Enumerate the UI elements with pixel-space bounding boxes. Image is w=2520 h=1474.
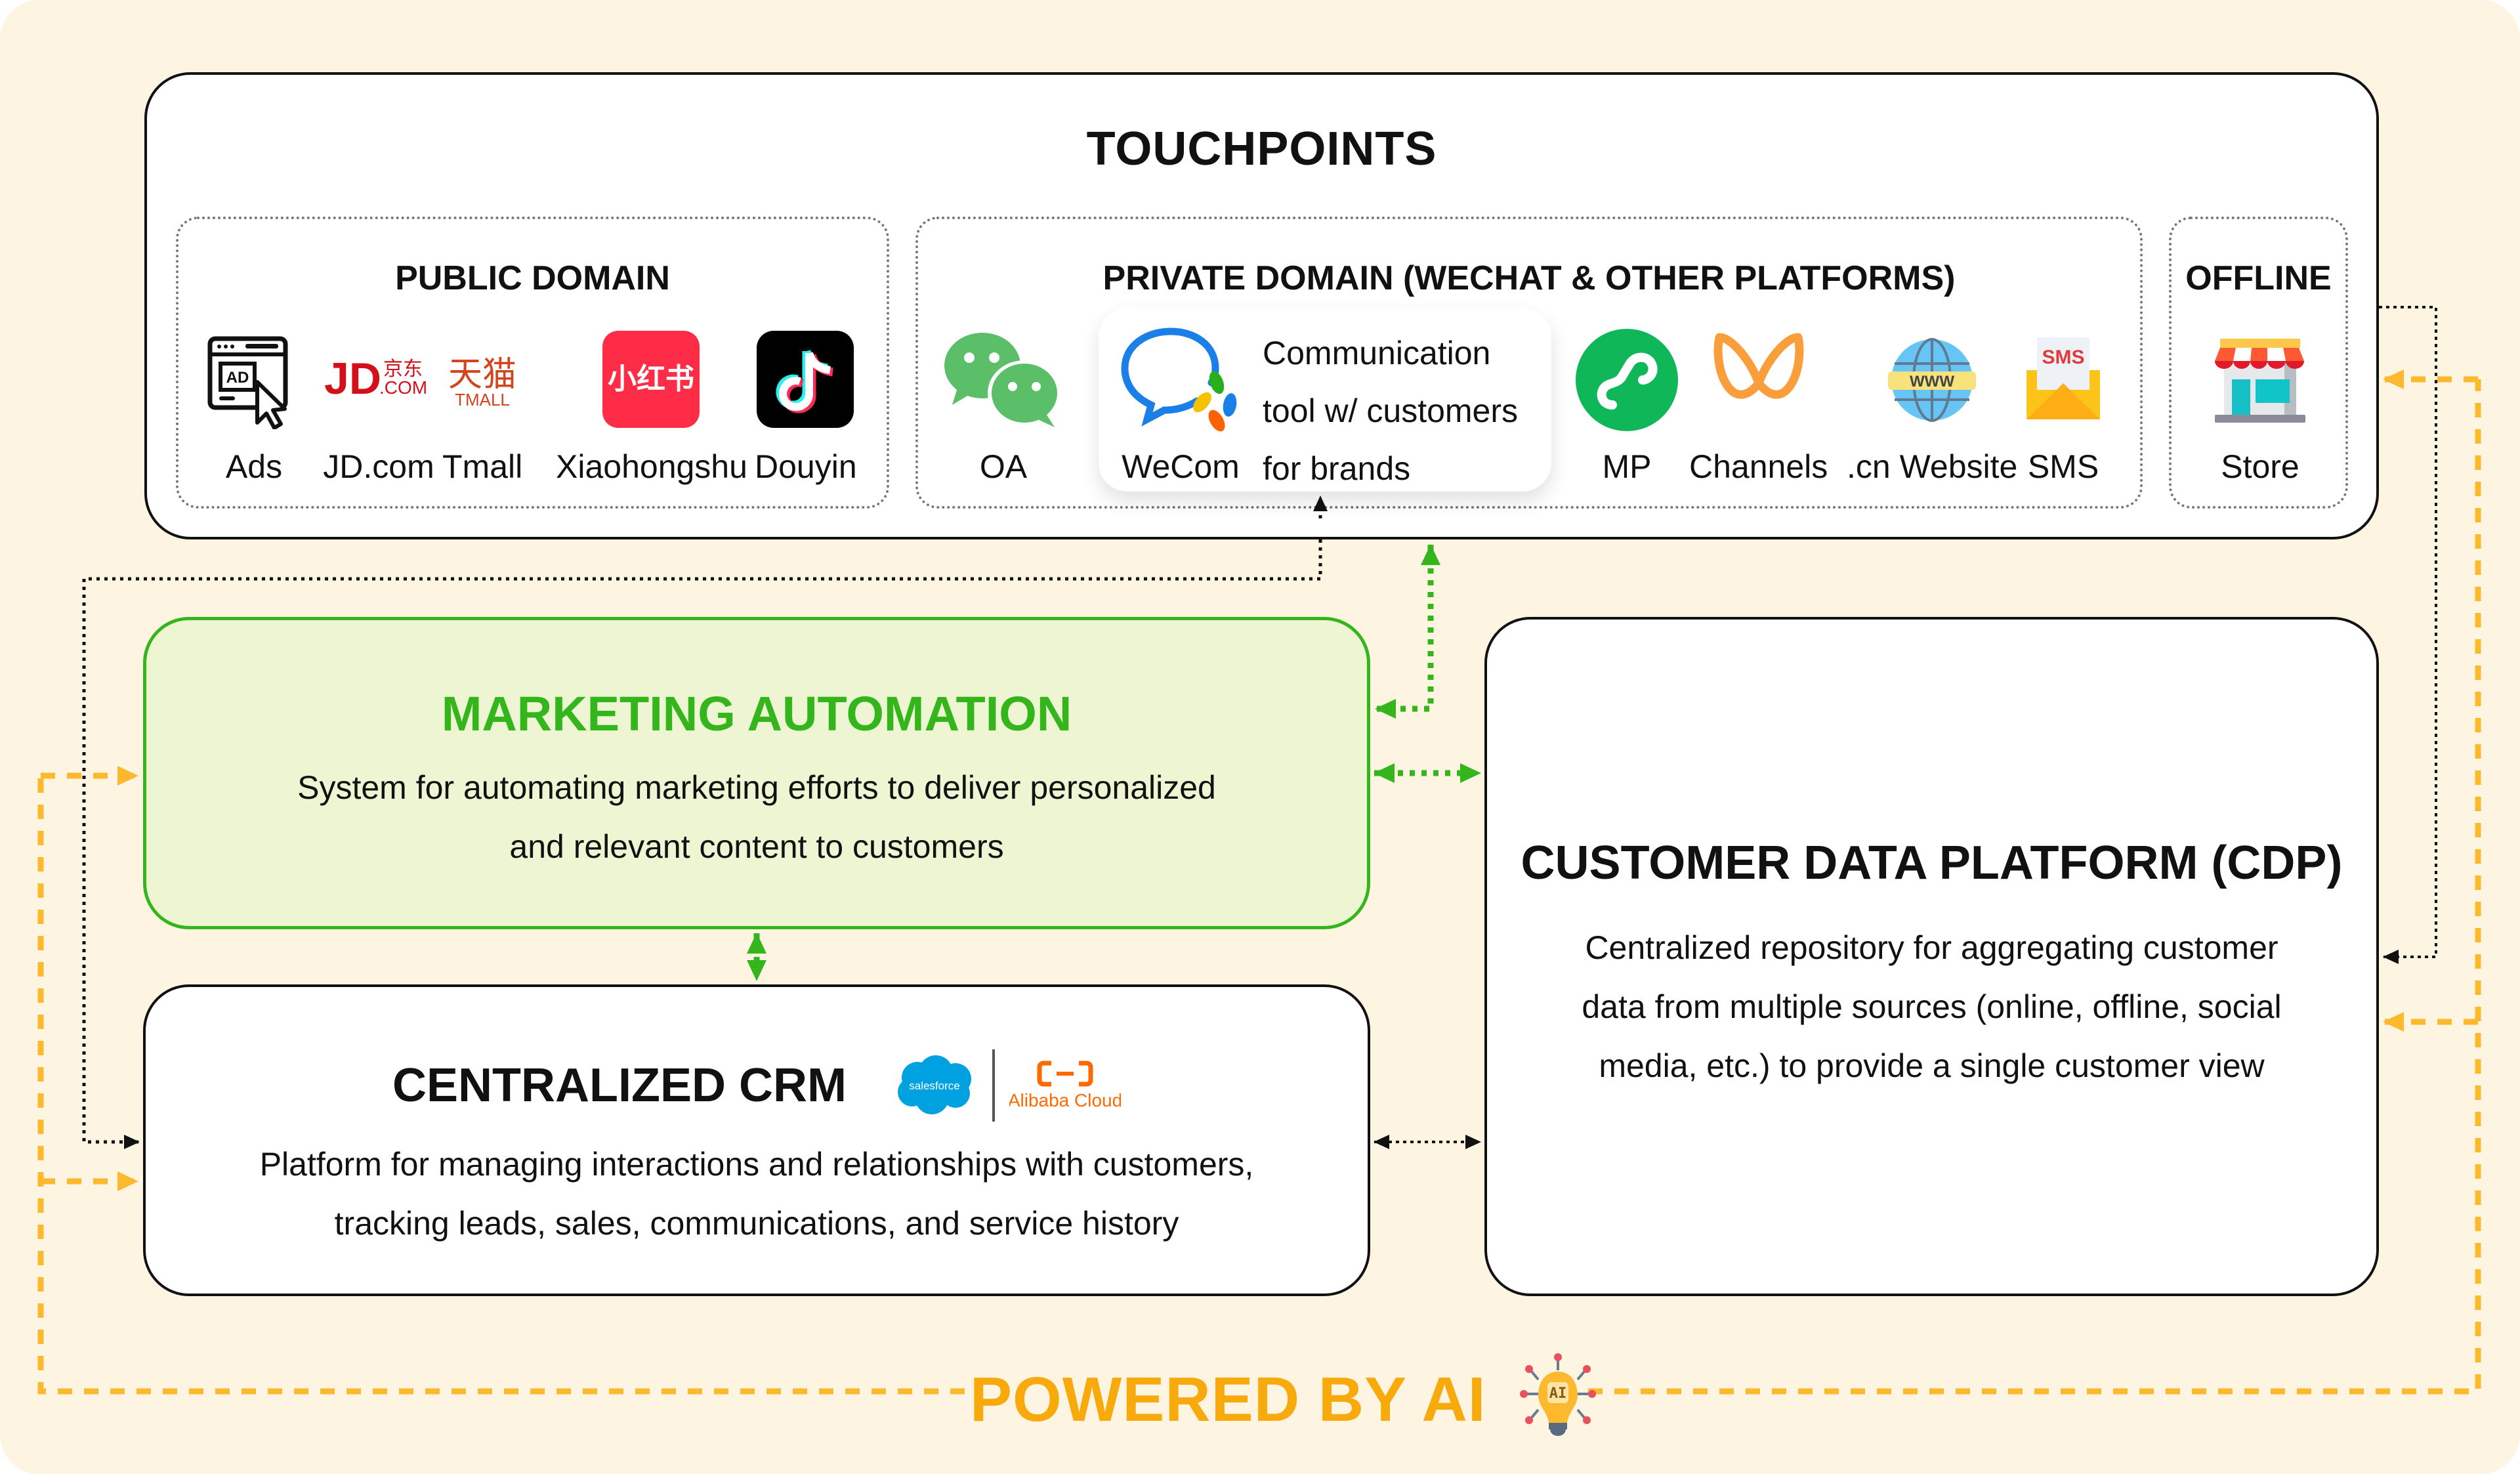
globe-www-icon: WWW	[1860, 331, 2004, 429]
centralized-crm-panel: CENTRALIZED CRM salesforce	[143, 984, 1370, 1296]
touchpoint-xiaohongshu[interactable]: 小红书 Xiaohongshu	[556, 331, 747, 486]
powered-by-ai-label: POWERED BY AI	[970, 1364, 1486, 1435]
touchpoint-oa[interactable]: OA	[938, 331, 1069, 486]
wecom-description-line: Communication	[1263, 335, 1491, 371]
description-line: System for automating marketing efforts …	[297, 769, 1216, 806]
touchpoint-channels[interactable]: Channels	[1689, 331, 1828, 486]
wecom-description-line: for brands	[1263, 450, 1411, 487]
touchpoint-ads[interactable]: AD Ads	[205, 331, 303, 486]
touchpoint-douyin[interactable]: Douyin	[755, 331, 857, 486]
description-line: Centralized repository for aggregating c…	[1585, 929, 2278, 966]
touchpoint-label: WeCom	[1122, 448, 1240, 485]
wecom-description: Communication tool w/ customers for bran…	[1263, 324, 1518, 497]
touchpoint-label: Tmall	[442, 448, 523, 485]
touchpoints-title: TOUCHPOINTS	[1086, 123, 1437, 175]
touchpoint-label: .cn Website	[1847, 448, 2018, 485]
store-icon	[2211, 331, 2309, 429]
cdp-panel: CUSTOMER DATA PLATFORM (CDP) Centralized…	[1484, 617, 2379, 1296]
svg-text:JD: JD	[324, 354, 381, 404]
public-domain-group: PUBLIC DOMAIN AD Ads JD	[176, 217, 889, 509]
svg-text:京东: 京东	[383, 358, 423, 381]
touchpoint-label: Store	[2221, 448, 2300, 485]
offline-group: OFFLINE	[2169, 217, 2348, 509]
touchpoint-jd[interactable]: JD 京东 .COM JD.com	[323, 331, 434, 486]
description-line: tracking leads, sales, communications, a…	[334, 1205, 1179, 1242]
alibaba-cloud-logo-icon: Alibaba Cloud	[1008, 1051, 1122, 1120]
touchpoint-label: Ads	[225, 448, 283, 485]
public-domain-title: PUBLIC DOMAIN	[395, 259, 670, 297]
description-line: data from multiple sources (online, offl…	[1582, 988, 2282, 1025]
touchpoint-label: OA	[979, 448, 1028, 485]
crm-vendor-logos: salesforce Alibaba Cloud	[892, 1049, 1122, 1122]
logo-divider	[992, 1049, 995, 1122]
cdp-title: CUSTOMER DATA PLATFORM (CDP)	[1521, 837, 2343, 889]
touchpoint-label: Channels	[1689, 448, 1828, 485]
description-line: and relevant content to customers	[509, 828, 1004, 865]
cdp-description: Centralized repository for aggregating c…	[1487, 918, 2376, 1095]
touchpoint-cn-website[interactable]: WWW .cn Website	[1847, 331, 2017, 486]
svg-text:AI: AI	[1549, 1385, 1567, 1402]
touchpoint-mp[interactable]: MP	[1574, 329, 1679, 486]
private-domain-group: PRIVATE DOMAIN (WECHAT & OTHER PLATFORMS…	[915, 217, 2143, 509]
touchpoint-label: JD.com	[323, 448, 434, 485]
touchpoint-store[interactable]: Store	[2211, 331, 2309, 486]
offline-title: OFFLINE	[2185, 259, 2332, 297]
sms-envelope-icon: SMS	[2024, 331, 2103, 429]
crm-description: Platform for managing interactions and r…	[146, 1135, 1368, 1253]
svg-text:TMALL: TMALL	[455, 390, 510, 410]
wecom-icon	[1118, 327, 1243, 432]
jd-logo-icon: JD 京东 .COM	[323, 331, 434, 429]
connector-touchpoints-marketing	[1375, 544, 1440, 719]
touchpoint-label: Douyin	[755, 448, 857, 485]
touchpoint-label: MP	[1602, 448, 1652, 485]
svg-text:Alibaba Cloud: Alibaba Cloud	[1009, 1090, 1121, 1110]
channels-icon	[1690, 331, 1828, 429]
wechat-icon	[938, 331, 1069, 429]
svg-text:SMS: SMS	[2042, 347, 2084, 368]
ad-click-icon: AD	[205, 331, 303, 429]
wecom-description-line: tool w/ customers	[1263, 392, 1519, 429]
svg-text:.COM: .COM	[379, 377, 427, 398]
connector-offline-cdp	[2379, 306, 2437, 964]
touchpoint-sms[interactable]: SMS SMS	[2024, 331, 2103, 486]
marketing-automation-panel: MARKETING AUTOMATION System for automati…	[143, 617, 1370, 929]
touchpoint-tmall[interactable]: 天猫 TMALL Tmall	[442, 331, 522, 486]
svg-text:salesforce: salesforce	[909, 1080, 959, 1092]
touchpoint-wecom[interactable]: WeCom	[1118, 327, 1243, 486]
mini-program-icon	[1574, 329, 1679, 431]
crm-title: CENTRALIZED CRM	[392, 1059, 847, 1112]
svg-text:天猫: 天猫	[448, 355, 516, 394]
crm-header: CENTRALIZED CRM salesforce	[146, 1049, 1368, 1122]
salesforce-logo-icon: salesforce	[892, 1051, 978, 1120]
touchpoint-label: SMS	[2027, 448, 2099, 485]
private-domain-title: PRIVATE DOMAIN (WECHAT & OTHER PLATFORMS…	[1102, 259, 1956, 297]
xiaohongshu-logo-icon: 小红书	[563, 331, 740, 429]
marketing-automation-title: MARKETING AUTOMATION	[441, 686, 1072, 741]
svg-text:小红书: 小红书	[608, 362, 694, 396]
svg-text:WWW: WWW	[1910, 373, 1954, 390]
svg-text:AD: AD	[226, 369, 249, 387]
tmall-logo-icon: 天猫 TMALL	[443, 331, 522, 429]
douyin-logo-icon	[756, 331, 855, 429]
ai-lightbulb-icon: AI	[1512, 1352, 1604, 1447]
touchpoint-label: Xiaohongshu	[556, 448, 747, 485]
description-line: media, etc.) to provide a single custome…	[1599, 1047, 2265, 1084]
marketing-automation-description: System for automating marketing efforts …	[146, 758, 1367, 876]
wecom-callout: Communication tool w/ customers for bran…	[1099, 308, 1551, 492]
description-line: Platform for managing interactions and r…	[259, 1146, 1254, 1183]
powered-by-ai: POWERED BY AI AI	[970, 1352, 1604, 1447]
